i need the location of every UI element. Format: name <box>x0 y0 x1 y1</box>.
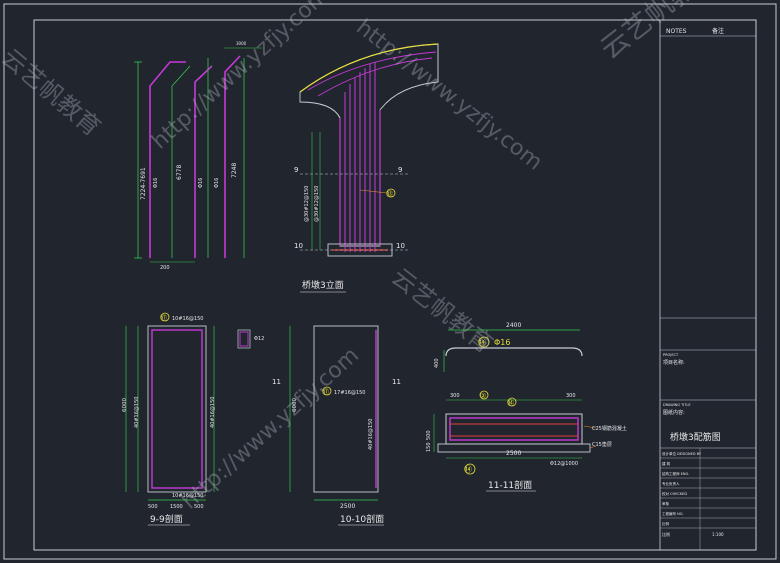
tb-row-2: 结构工程师 ENG. <box>662 471 689 476</box>
project-label-en: PROJECT <box>663 353 679 357</box>
tb-row-6: 工程编号 NO. <box>662 511 683 516</box>
tb-row-4: 校对 CHECKED <box>662 491 687 496</box>
section-9-right: 9 <box>398 166 402 174</box>
scale-label: 比例 <box>662 531 670 537</box>
dim-left: 7224-7691 <box>140 167 147 200</box>
section-10-10: 6000 2500 ⑰ 17#16@150 40#16@150 11 10-10… <box>289 325 401 526</box>
pier-callout: ⑬ <box>386 190 393 198</box>
s11-dim-500: 500 <box>426 430 432 440</box>
s9-title: 9-9剖面 <box>150 513 183 525</box>
section-9-left: 9 <box>294 166 298 174</box>
drawing-title: 桥墩3配筋图 <box>670 431 721 443</box>
s11-concrete-note: C25钢筋混凝土 <box>592 425 627 432</box>
notes-value: 备注 <box>712 27 724 35</box>
s11-callout-14: ⑭ <box>478 338 486 347</box>
project-label-cn: 项目名称: <box>663 359 685 366</box>
pier-dim-2: @30#12@150 <box>314 186 320 222</box>
notes-label: NOTES <box>666 28 687 35</box>
s10-height-dim: 6000 <box>292 398 298 412</box>
outer-frame <box>3 3 777 560</box>
s11-300-left: 300 <box>450 393 460 399</box>
watermark-5: 云艺帆教育 <box>386 263 498 359</box>
s10-mark: 11 <box>392 378 401 386</box>
s11-cover-note: C15垫层 <box>592 441 612 448</box>
watermark-1: 云艺帆教育 <box>594 0 725 66</box>
s10-bar: 40#16@150 <box>368 419 374 450</box>
bar-b: Φ16 <box>198 178 204 188</box>
s11-height-dim: 400 <box>434 358 440 368</box>
s11-bottom-dim: 2500 <box>506 450 521 457</box>
s9-dim-2: 500 <box>194 504 204 510</box>
section-9-9: ⑰ 10#16@150 10#16@150 6000 40#16@150 40#… <box>122 312 281 526</box>
elevation-left: 3000 200 7224-7691 Φ16 6778 Φ16 Φ16 7248 <box>134 41 262 271</box>
s9-dim-0: 500 <box>148 504 158 510</box>
dim-right: 7248 <box>231 163 238 178</box>
watermark-6: http://www.yzfjy.com <box>177 343 364 515</box>
s9-top-label: 10#16@150 <box>172 316 203 322</box>
dim-mid: 6778 <box>176 165 183 180</box>
s11-stirrup-note: Φ12@1000 <box>550 461 578 467</box>
s10-top-label: 17#16@150 <box>334 390 365 396</box>
drawing-border <box>33 19 757 551</box>
watermark-3: 云艺帆教育 <box>0 43 106 142</box>
tb-row-1: 建 筑 <box>662 461 671 466</box>
s9-callout-top: ⑰ <box>160 314 167 322</box>
s9-bottom-label: 10#16@150 <box>172 493 203 499</box>
s11-dim-150: 150 <box>426 442 432 452</box>
tb-row-0: 设计单位 DESIGNED BY <box>662 451 702 456</box>
tb-row-5: 审核 <box>662 501 670 506</box>
s11-300-right: 300 <box>566 393 576 399</box>
s9-right-bar: 40#16@150 <box>210 397 216 428</box>
watermarks: http://www.yzfjy.com 云艺帆教育 http://www.yz… <box>0 0 725 514</box>
section-10-right: 10 <box>396 242 405 250</box>
s9-left-bar: 40#16@150 <box>134 397 140 428</box>
s10-title: 10-10剖面 <box>340 513 384 525</box>
tb-row-7: 比例 <box>662 521 670 526</box>
tb-row-3: 专业负责人 <box>662 481 680 486</box>
bottom-dim: 200 <box>160 265 170 271</box>
s9-mark: 11 <box>272 378 281 386</box>
title-block: NOTES 备注 PROJECT 项目名称: DRAWING TITLE 图纸内… <box>659 20 756 550</box>
section-11-11: 2400 ⑭ Φ16 400 300 300 ② ⑭ 500 150 2500 … <box>426 322 627 492</box>
drawing-label-en: DRAWING TITLE <box>663 403 691 407</box>
s11-callout-14c: ⑭ <box>464 465 472 474</box>
s9-dim-1: 1500 <box>170 504 183 510</box>
s11-callout-2: ② <box>480 392 486 400</box>
bar-c: Φ16 <box>214 178 220 188</box>
watermark-0: http://www.yzfjy.com <box>351 15 547 175</box>
elevation-pier: 9 9 10 10 @30#12@150 @30#12@150 ⑬ 桥墩3立面 <box>294 43 439 293</box>
s10-callout: ⑰ <box>322 388 329 396</box>
scale-value: 1:100 <box>712 532 724 537</box>
section-10-left: 10 <box>294 242 303 250</box>
s11-bar-top: Φ16 <box>494 338 510 347</box>
s10-width-dim: 2500 <box>340 503 355 510</box>
s11-title: 11-11剖面 <box>488 479 532 491</box>
s9-left-dim: 6000 <box>122 398 128 412</box>
s9-detail-bar: Φ12 <box>254 336 264 342</box>
pier-dim-1: @30#12@150 <box>304 186 310 222</box>
s11-top-dim: 2400 <box>506 322 521 329</box>
s11-callout-14b: ⑭ <box>507 399 514 407</box>
drawing-label-cn: 图纸内容: <box>663 409 685 416</box>
bar-a: Φ16 <box>153 178 159 188</box>
pier-title: 桥墩3立面 <box>302 279 344 291</box>
top-dim: 3000 <box>236 41 247 46</box>
watermark-2: http://www.yzfjy.com <box>147 0 334 154</box>
